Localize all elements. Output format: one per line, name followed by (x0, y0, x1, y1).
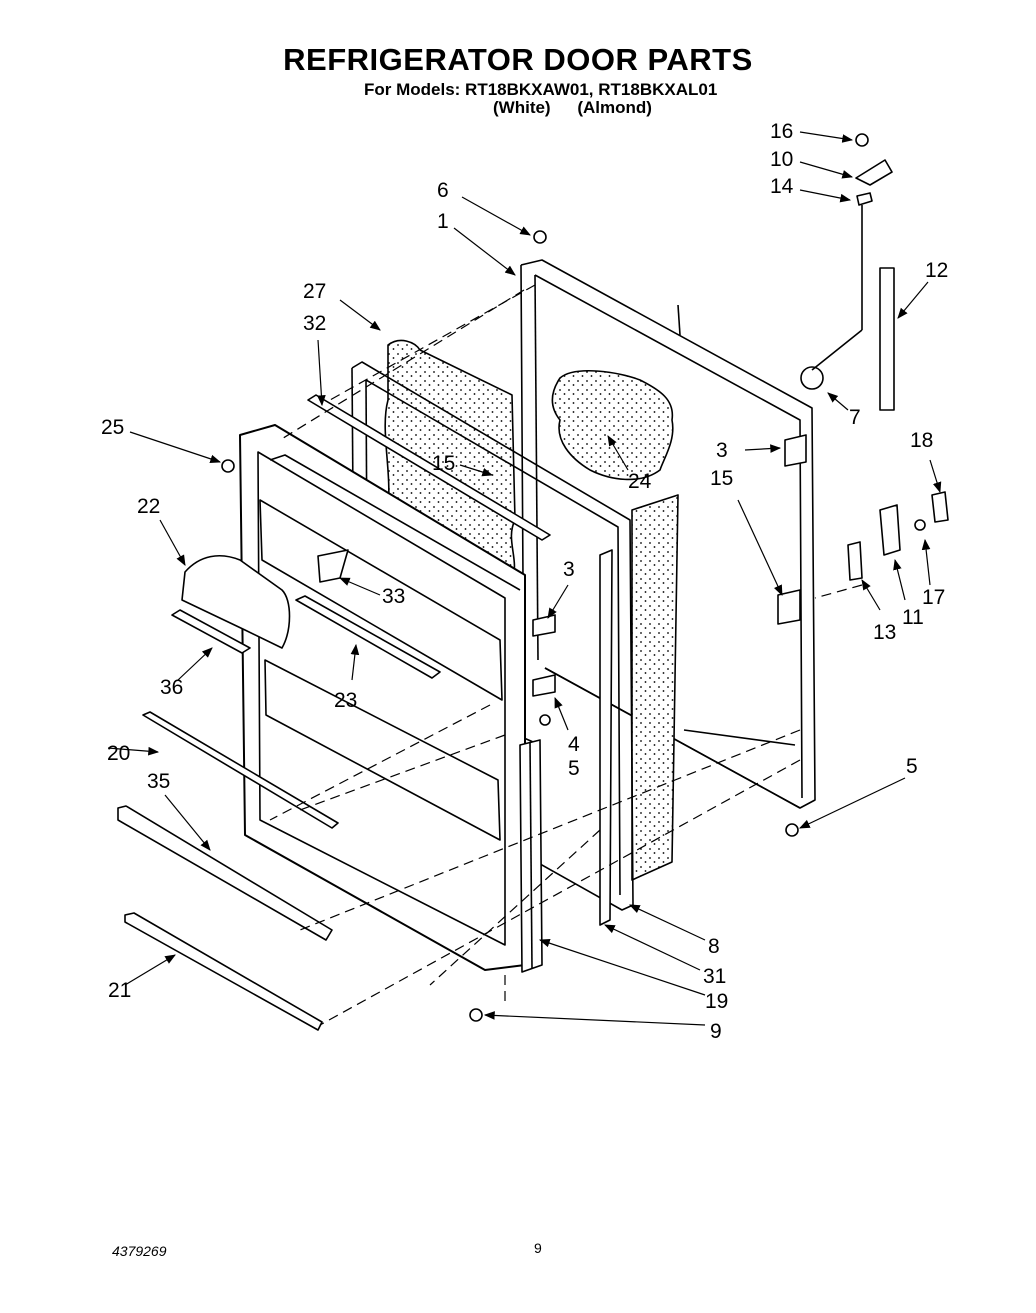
page-title: REFRIGERATOR DOOR PARTS (283, 42, 753, 77)
callout-9: 9 (710, 1020, 722, 1043)
callout-22: 22 (137, 495, 160, 518)
callout-10: 10 (770, 148, 793, 171)
callout-24: 24 (628, 470, 652, 493)
top-shelf-bar (307, 394, 551, 541)
document-number: 4379269 (112, 1243, 167, 1259)
callout-4: 4 (568, 733, 580, 756)
shelf-rail-20 (142, 711, 339, 829)
callout-20: 20 (107, 742, 130, 765)
variant-almond: (Almond) (577, 98, 652, 117)
shelf-rail-21 (124, 912, 323, 1031)
hinge-assembly (532, 159, 949, 697)
callout-15: 15 (432, 452, 455, 475)
callout-labels: 16 10 14 6 1 12 27 32 7 25 3 18 15 24 22… (101, 120, 948, 1043)
callout-3: 3 (716, 439, 728, 462)
callout-7: 7 (849, 406, 861, 429)
screws (221, 133, 926, 1022)
callout-12: 12 (925, 259, 948, 282)
callout-11: 11 (902, 606, 924, 629)
shelf-rail-23 (295, 595, 441, 679)
shelf-rail-35 (117, 805, 333, 941)
callout-17: 17 (922, 586, 945, 609)
callout-23: 23 (334, 689, 357, 712)
callout-3b: 3 (563, 558, 575, 581)
model-variants: (White) (Almond) (493, 98, 652, 118)
callout-32: 32 (303, 312, 326, 335)
callout-15b: 15 (710, 467, 733, 490)
callout-21: 21 (108, 979, 131, 1002)
insulation-cutout (551, 369, 674, 481)
rear-foam-panel (631, 494, 679, 881)
guide-lines (269, 284, 863, 1026)
callout-18: 18 (910, 429, 933, 452)
callout-1: 1 (437, 210, 449, 233)
callout-6: 6 (437, 179, 449, 202)
callout-36: 36 (160, 676, 183, 699)
callout-25: 25 (101, 416, 124, 439)
callout-35: 35 (147, 770, 170, 793)
bin-cover (171, 609, 251, 654)
leader-arrows (107, 131, 942, 1026)
door-gasket (519, 549, 613, 973)
callout-5: 5 (568, 757, 580, 780)
callout-5b: 5 (906, 755, 918, 778)
page-number: 9 (534, 1240, 542, 1256)
callout-27: 27 (303, 280, 326, 303)
callout-14: 14 (770, 175, 794, 198)
models-line: For Models: RT18BKXAW01, RT18BKXAL01 (364, 80, 718, 99)
variant-white: (White) (493, 98, 551, 117)
callout-33: 33 (382, 585, 405, 608)
dairy-bin (181, 554, 291, 649)
callout-19: 19 (705, 990, 728, 1013)
callout-31: 31 (703, 965, 726, 988)
callout-13: 13 (873, 621, 896, 644)
inner-door-liner (239, 424, 526, 971)
callout-8: 8 (708, 935, 720, 958)
callout-16: 16 (770, 120, 793, 143)
